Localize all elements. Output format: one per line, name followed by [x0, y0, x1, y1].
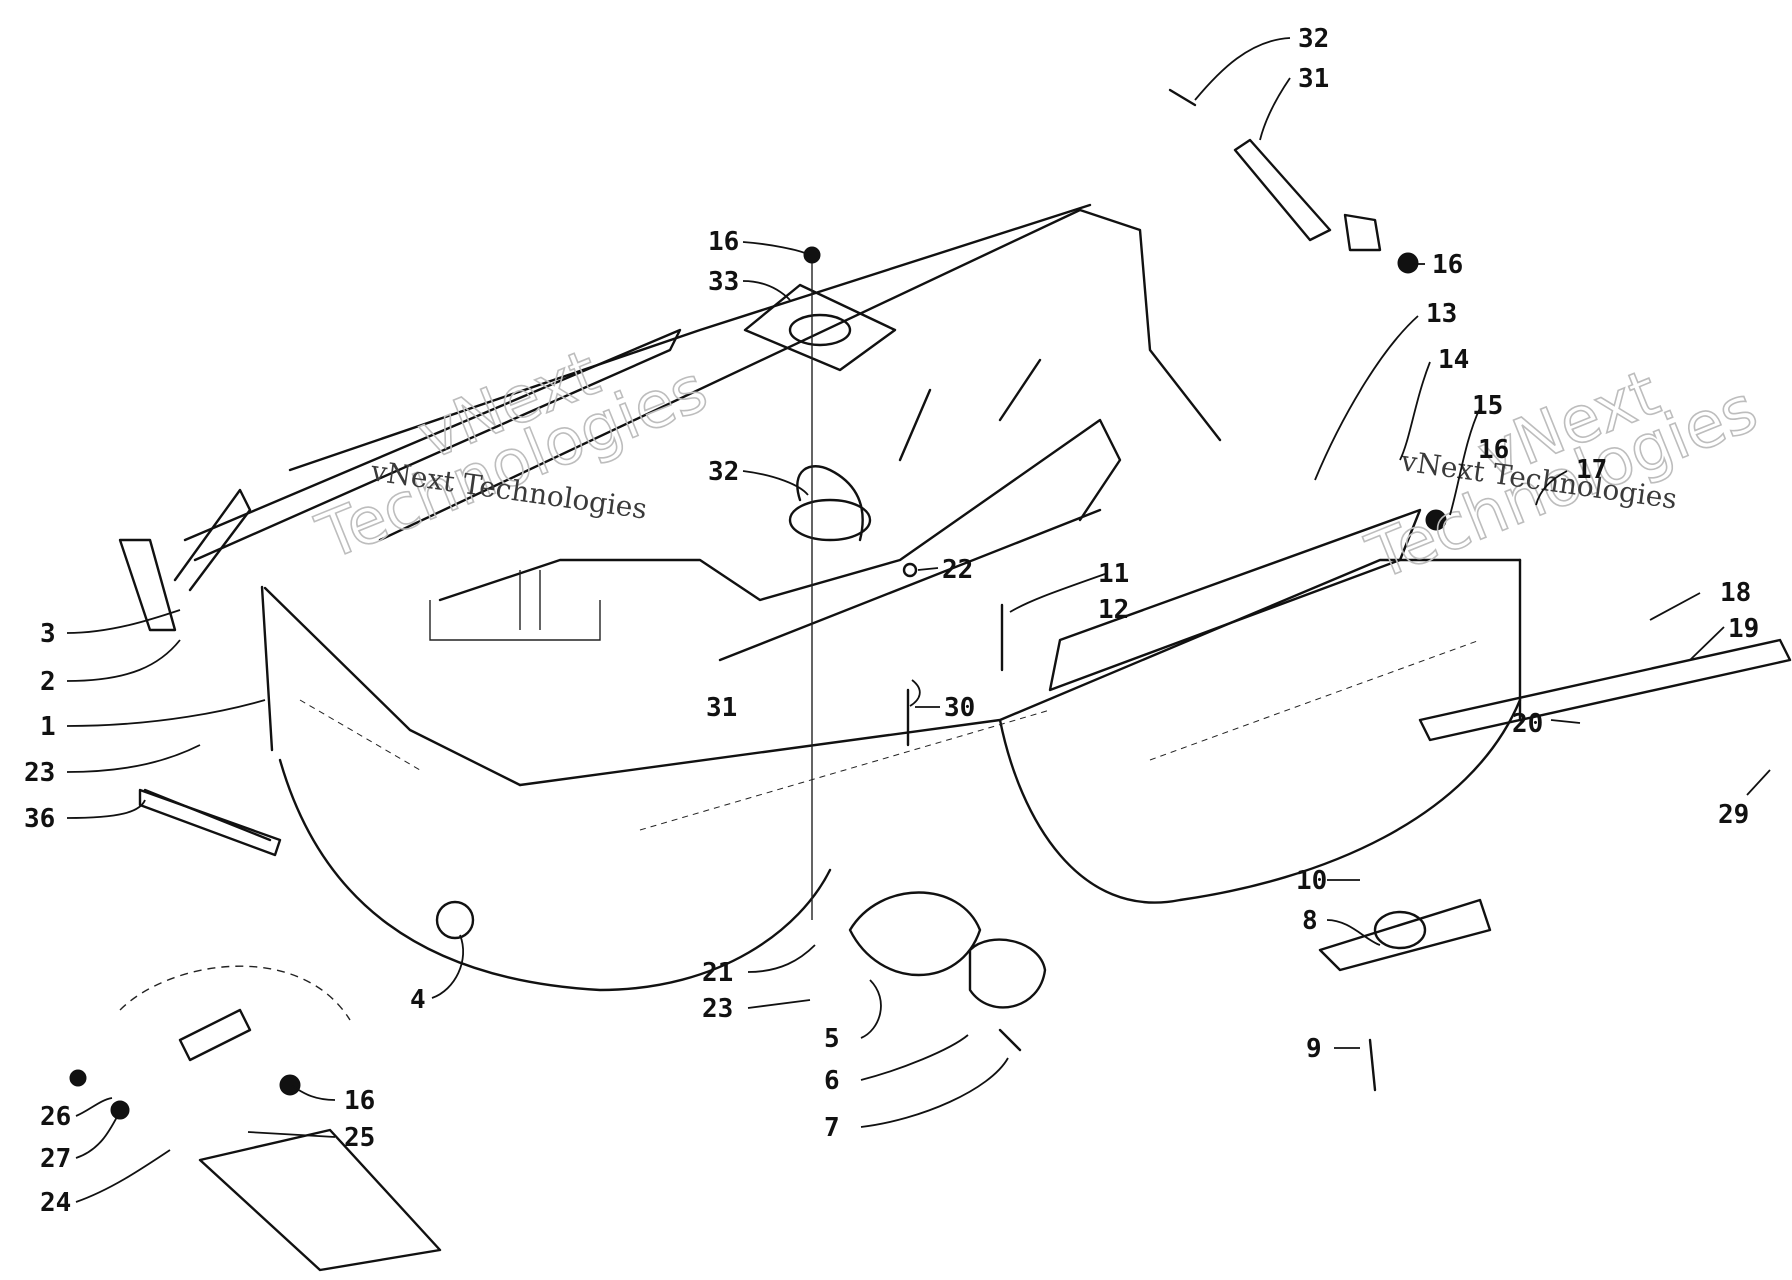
callout-22: 22 — [942, 555, 973, 585]
callout-34: 31 — [1298, 64, 1329, 94]
callout-15: 15 — [1472, 391, 1503, 421]
callout-16-grip: 16 — [1432, 250, 1463, 280]
plate-and-grommet — [743, 260, 897, 920]
callout-20: 20 — [1512, 709, 1543, 739]
callout-24: 24 — [40, 1188, 71, 1218]
callout-3: 3 — [40, 619, 56, 649]
callout-7: 7 — [824, 1113, 840, 1143]
callout-19: 19 — [1728, 614, 1759, 644]
callout-6: 6 — [824, 1066, 840, 1096]
callout-18: 18 — [1720, 578, 1751, 608]
callout-16-right: 16 — [1478, 435, 1509, 465]
callout-17: 17 — [1576, 455, 1607, 485]
callout-36: 36 — [24, 804, 55, 834]
callout-16-hinge: 16 — [344, 1086, 375, 1116]
callout-10: 10 — [1296, 866, 1327, 896]
watermark-left: vNext Technologies vNext Technologies — [307, 335, 718, 576]
callout-32: 32 — [708, 457, 739, 487]
callout-2: 2 — [40, 667, 56, 697]
callout-13: 13 — [1426, 299, 1457, 329]
callout-5: 5 — [824, 1024, 840, 1054]
watermark-right: vNext Technologies vNext Technologies — [1357, 355, 1768, 596]
callout-16-top: 16 — [708, 227, 739, 257]
hardware — [143, 246, 1447, 940]
taillight-assembly — [1318, 898, 1492, 1092]
callout-12: 12 — [1098, 595, 1129, 625]
callout-1: 1 — [40, 712, 56, 742]
hand-grip-bracket — [1168, 88, 1382, 252]
callout-29: 29 — [1718, 800, 1749, 830]
callout-9: 9 — [1306, 1034, 1322, 1064]
callout-8: 8 — [1302, 906, 1318, 936]
callout-21: 21 — [702, 958, 733, 988]
callout-35: 32 — [1298, 24, 1329, 54]
trim-rail-left — [118, 328, 682, 857]
callout-23-left: 23 — [24, 758, 55, 788]
callout-4: 4 — [410, 985, 426, 1015]
callout-31: 31 — [706, 693, 737, 723]
belly-pan-body — [260, 203, 1792, 992]
headlight-assembly — [848, 891, 1047, 1052]
callout-labels: 32 31 16 13 14 15 16 17 16 33 32 22 11 1… — [24, 24, 1759, 1218]
callout-30: 30 — [944, 693, 975, 723]
callout-26: 26 — [40, 1102, 71, 1132]
callout-25: 25 — [344, 1123, 375, 1153]
hinge-inset — [69, 965, 442, 1272]
callout-11: 11 — [1098, 559, 1129, 589]
callout-27: 27 — [40, 1144, 71, 1174]
callout-23-mid: 23 — [702, 994, 733, 1024]
leader-lines — [66, 37, 1771, 1203]
callout-14: 14 — [1438, 345, 1469, 375]
callout-33: 33 — [708, 267, 739, 297]
